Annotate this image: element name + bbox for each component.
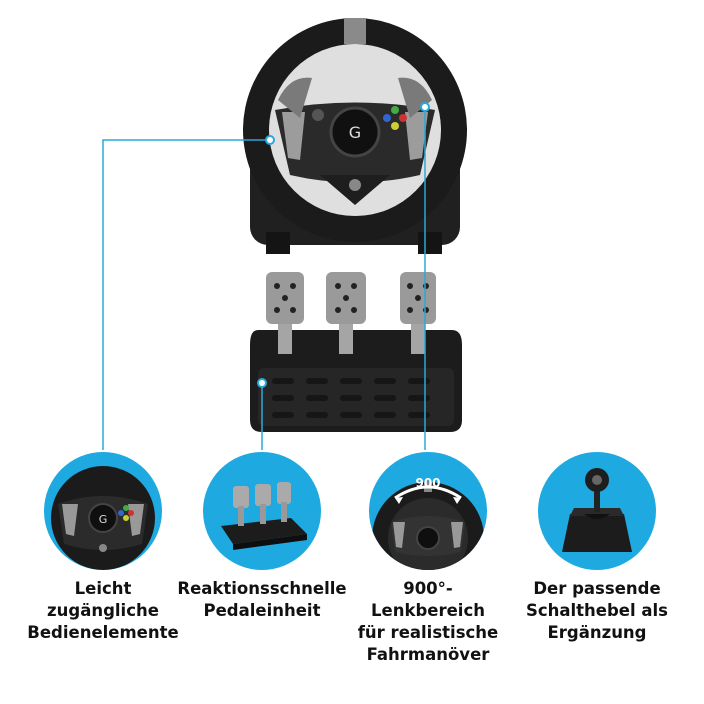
shifter-icon xyxy=(562,468,632,552)
rotation-arrow xyxy=(394,485,462,500)
caption-line: Lenkbereich xyxy=(371,601,485,620)
caption-line: für realistische xyxy=(357,623,499,642)
feature-controls: G Leicht zugängliche Bedienelemente xyxy=(18,452,188,644)
feature-caption-rotation: 900°- Lenkbereich für realistische Fahrm… xyxy=(343,578,513,666)
caption-line: Reaktionsschnelle xyxy=(177,579,347,598)
callout-dot-rotation xyxy=(420,102,430,112)
feature-circle-pedals xyxy=(203,452,321,570)
feature-circle-shifter xyxy=(538,452,656,570)
caption-line: Leicht xyxy=(74,579,132,598)
pedal-unit xyxy=(250,272,462,432)
callout-dot-pedals xyxy=(257,378,267,388)
pedal-right xyxy=(400,272,436,354)
feature-caption-shifter: Der passende Schalthebel als Ergänzung xyxy=(512,578,682,644)
rotation-label: 900 xyxy=(415,476,441,490)
caption-line: Schalthebel als xyxy=(525,601,669,620)
steering-wheel: G xyxy=(243,18,467,242)
hero-illustration: G xyxy=(102,18,467,450)
feature-pedals: Reaktionsschnelle Pedaleinheit xyxy=(177,452,347,622)
feature-circle-controls: G xyxy=(44,452,162,570)
feature-caption-pedals: Reaktionsschnelle Pedaleinheit xyxy=(177,578,347,622)
pedals-icon xyxy=(221,482,307,550)
rotation-icon xyxy=(372,482,484,570)
caption-line: Der passende xyxy=(533,579,661,598)
feature-rotation: 900 900°- Lenkbereich für realistische F… xyxy=(343,452,513,666)
caption-line: zugängliche xyxy=(47,601,159,620)
callout-lines xyxy=(102,107,426,450)
callout-dot-controls xyxy=(265,135,275,145)
caption-line: Ergänzung xyxy=(547,623,647,642)
caption-line: Pedaleinheit xyxy=(203,601,321,620)
svg-text:G: G xyxy=(349,123,361,142)
feature-circle-rotation: 900 xyxy=(369,452,487,570)
wheel-buttons-icon: G xyxy=(51,466,155,570)
feature-shifter: Der passende Schalthebel als Ergänzung xyxy=(512,452,682,644)
caption-line: Bedienelemente xyxy=(27,623,179,642)
caption-line: 900°- xyxy=(403,579,453,598)
pedal-middle xyxy=(326,272,366,354)
caption-line: Fahrmanöver xyxy=(366,645,490,664)
callout-line-controls xyxy=(102,139,270,450)
svg-text:G: G xyxy=(99,513,108,526)
feature-caption-controls: Leicht zugängliche Bedienelemente xyxy=(18,578,188,644)
pedal-left xyxy=(266,272,304,354)
